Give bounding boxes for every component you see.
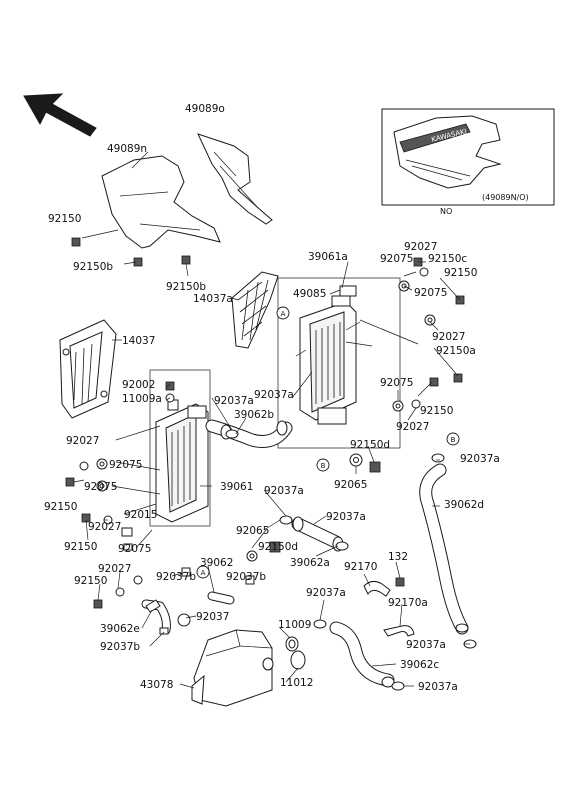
label-92037a-5: 92037a: [326, 511, 366, 523]
label-92170a: 92170a: [388, 597, 428, 609]
label-92150d-2: 92150d: [258, 541, 298, 553]
label-92002: 92002: [122, 379, 155, 391]
label-92027-l2: 92027: [88, 521, 121, 533]
label-39062b: 39062b: [234, 409, 274, 421]
bracket-92170a: [383, 625, 415, 637]
hose-39062d: [419, 463, 469, 635]
marker-b-1: B: [316, 458, 330, 472]
label-92037a-1: 92037a: [214, 395, 254, 407]
radiator-left: [149, 369, 211, 527]
radiator-grille: [231, 271, 279, 349]
label-92150-shroud: 92150: [48, 213, 81, 225]
radiator-right: [277, 277, 401, 449]
label-92150-r3: 92150: [420, 405, 453, 417]
label-49089n: 49089n: [107, 143, 147, 155]
label-11009a: 11009a: [122, 393, 162, 405]
hose-39062: [207, 591, 235, 605]
label-92075-l3: 92075: [118, 543, 151, 555]
label-92037a-3: 92037a: [460, 453, 500, 465]
label-39062a: 39062a: [290, 557, 330, 569]
marker-a-1: A: [276, 306, 290, 320]
inset-note: NO: [440, 207, 452, 216]
radiator-guard-left: [59, 319, 117, 419]
label-92037b-2: 92037b: [226, 571, 266, 583]
label-14037: 14037: [122, 335, 155, 347]
label-92065-1: 92065: [334, 479, 367, 491]
label-92027-l1: 92027: [66, 435, 99, 447]
label-39061: 39061: [220, 481, 253, 493]
front-direction-arrow: [23, 93, 97, 137]
label-92075-r2: 92075: [414, 287, 447, 299]
label-92150a: 92150a: [436, 345, 476, 357]
label-92150-r1: 92150: [444, 267, 477, 279]
marker-b-2: B: [446, 432, 460, 446]
label-43078: 43078: [140, 679, 173, 691]
svg-text:A: A: [201, 569, 206, 577]
label-11012: 11012: [280, 677, 313, 689]
label-92150-l3: 92150: [74, 575, 107, 587]
cap-11012: [290, 650, 306, 670]
shroud-right: [197, 133, 273, 225]
label-92027-l3: 92027: [98, 563, 131, 575]
label-92037b-1: 92037b: [156, 571, 196, 583]
label-92037a-8: 92037a: [418, 681, 458, 693]
inset-logo-band: [399, 123, 471, 153]
label-92037a-7: 92037a: [406, 639, 446, 651]
inset-caption: (49089N/O): [482, 193, 529, 202]
label-92015: 92015: [124, 509, 157, 521]
label-92075-l2: 92075: [84, 481, 117, 493]
label-49085: 49085: [293, 288, 326, 300]
label-92150b-2: 92150b: [166, 281, 206, 293]
svg-text:B: B: [451, 436, 456, 444]
label-92075-r1: 92075: [380, 253, 413, 265]
label-49089o: 49089o: [185, 103, 225, 115]
label-92027-r3: 92027: [396, 421, 429, 433]
label-92150-l1: 92150: [44, 501, 77, 513]
hose-39062b: [205, 419, 293, 448]
marker-a-2: A: [196, 565, 210, 579]
label-92037: 92037: [196, 611, 229, 623]
label-92150d-1: 92150d: [350, 439, 390, 451]
reservoir-tank: [191, 629, 274, 707]
label-92065-2: 92065: [236, 525, 269, 537]
shroud-left: [101, 155, 221, 249]
label-39062d: 39062d: [444, 499, 484, 511]
label-14037a: 14037a: [193, 293, 233, 305]
label-92150-l2: 92150: [64, 541, 97, 553]
cap-11009: [285, 636, 299, 652]
fasteners: [65, 237, 477, 691]
label-92075-r3: 92075: [380, 377, 413, 389]
svg-text:A: A: [281, 310, 286, 318]
label-92170: 92170: [344, 561, 377, 573]
label-39062c: 39062c: [400, 659, 439, 671]
bracket-92170: [363, 580, 391, 597]
label-39062e: 39062e: [100, 623, 140, 635]
label-92150c: 92150c: [428, 253, 467, 265]
label-39061a: 39061a: [308, 251, 348, 263]
label-92037a-2: 92037a: [254, 389, 294, 401]
label-132: 132: [388, 551, 408, 563]
label-92027-r2: 92027: [432, 331, 465, 343]
hose-39062c: [329, 621, 395, 688]
label-92037a-6: 92037a: [306, 587, 346, 599]
part-labels: 49089o 49089n 92150 92150b 92150b 14037a…: [44, 103, 500, 693]
label-92150b-1: 92150b: [73, 261, 113, 273]
inset-shroud-detail: KAWASAKI (49089N/O) NO: [381, 108, 555, 216]
leader-lines: [73, 151, 470, 689]
label-92027-r1: 92027: [404, 241, 437, 253]
svg-text:B: B: [321, 462, 326, 470]
label-92075-l1: 92075: [109, 459, 142, 471]
label-92037b-3: 92037b: [100, 641, 140, 653]
label-92037a-4: 92037a: [264, 485, 304, 497]
label-39062: 39062: [200, 557, 233, 569]
label-11009: 11009: [278, 619, 311, 631]
